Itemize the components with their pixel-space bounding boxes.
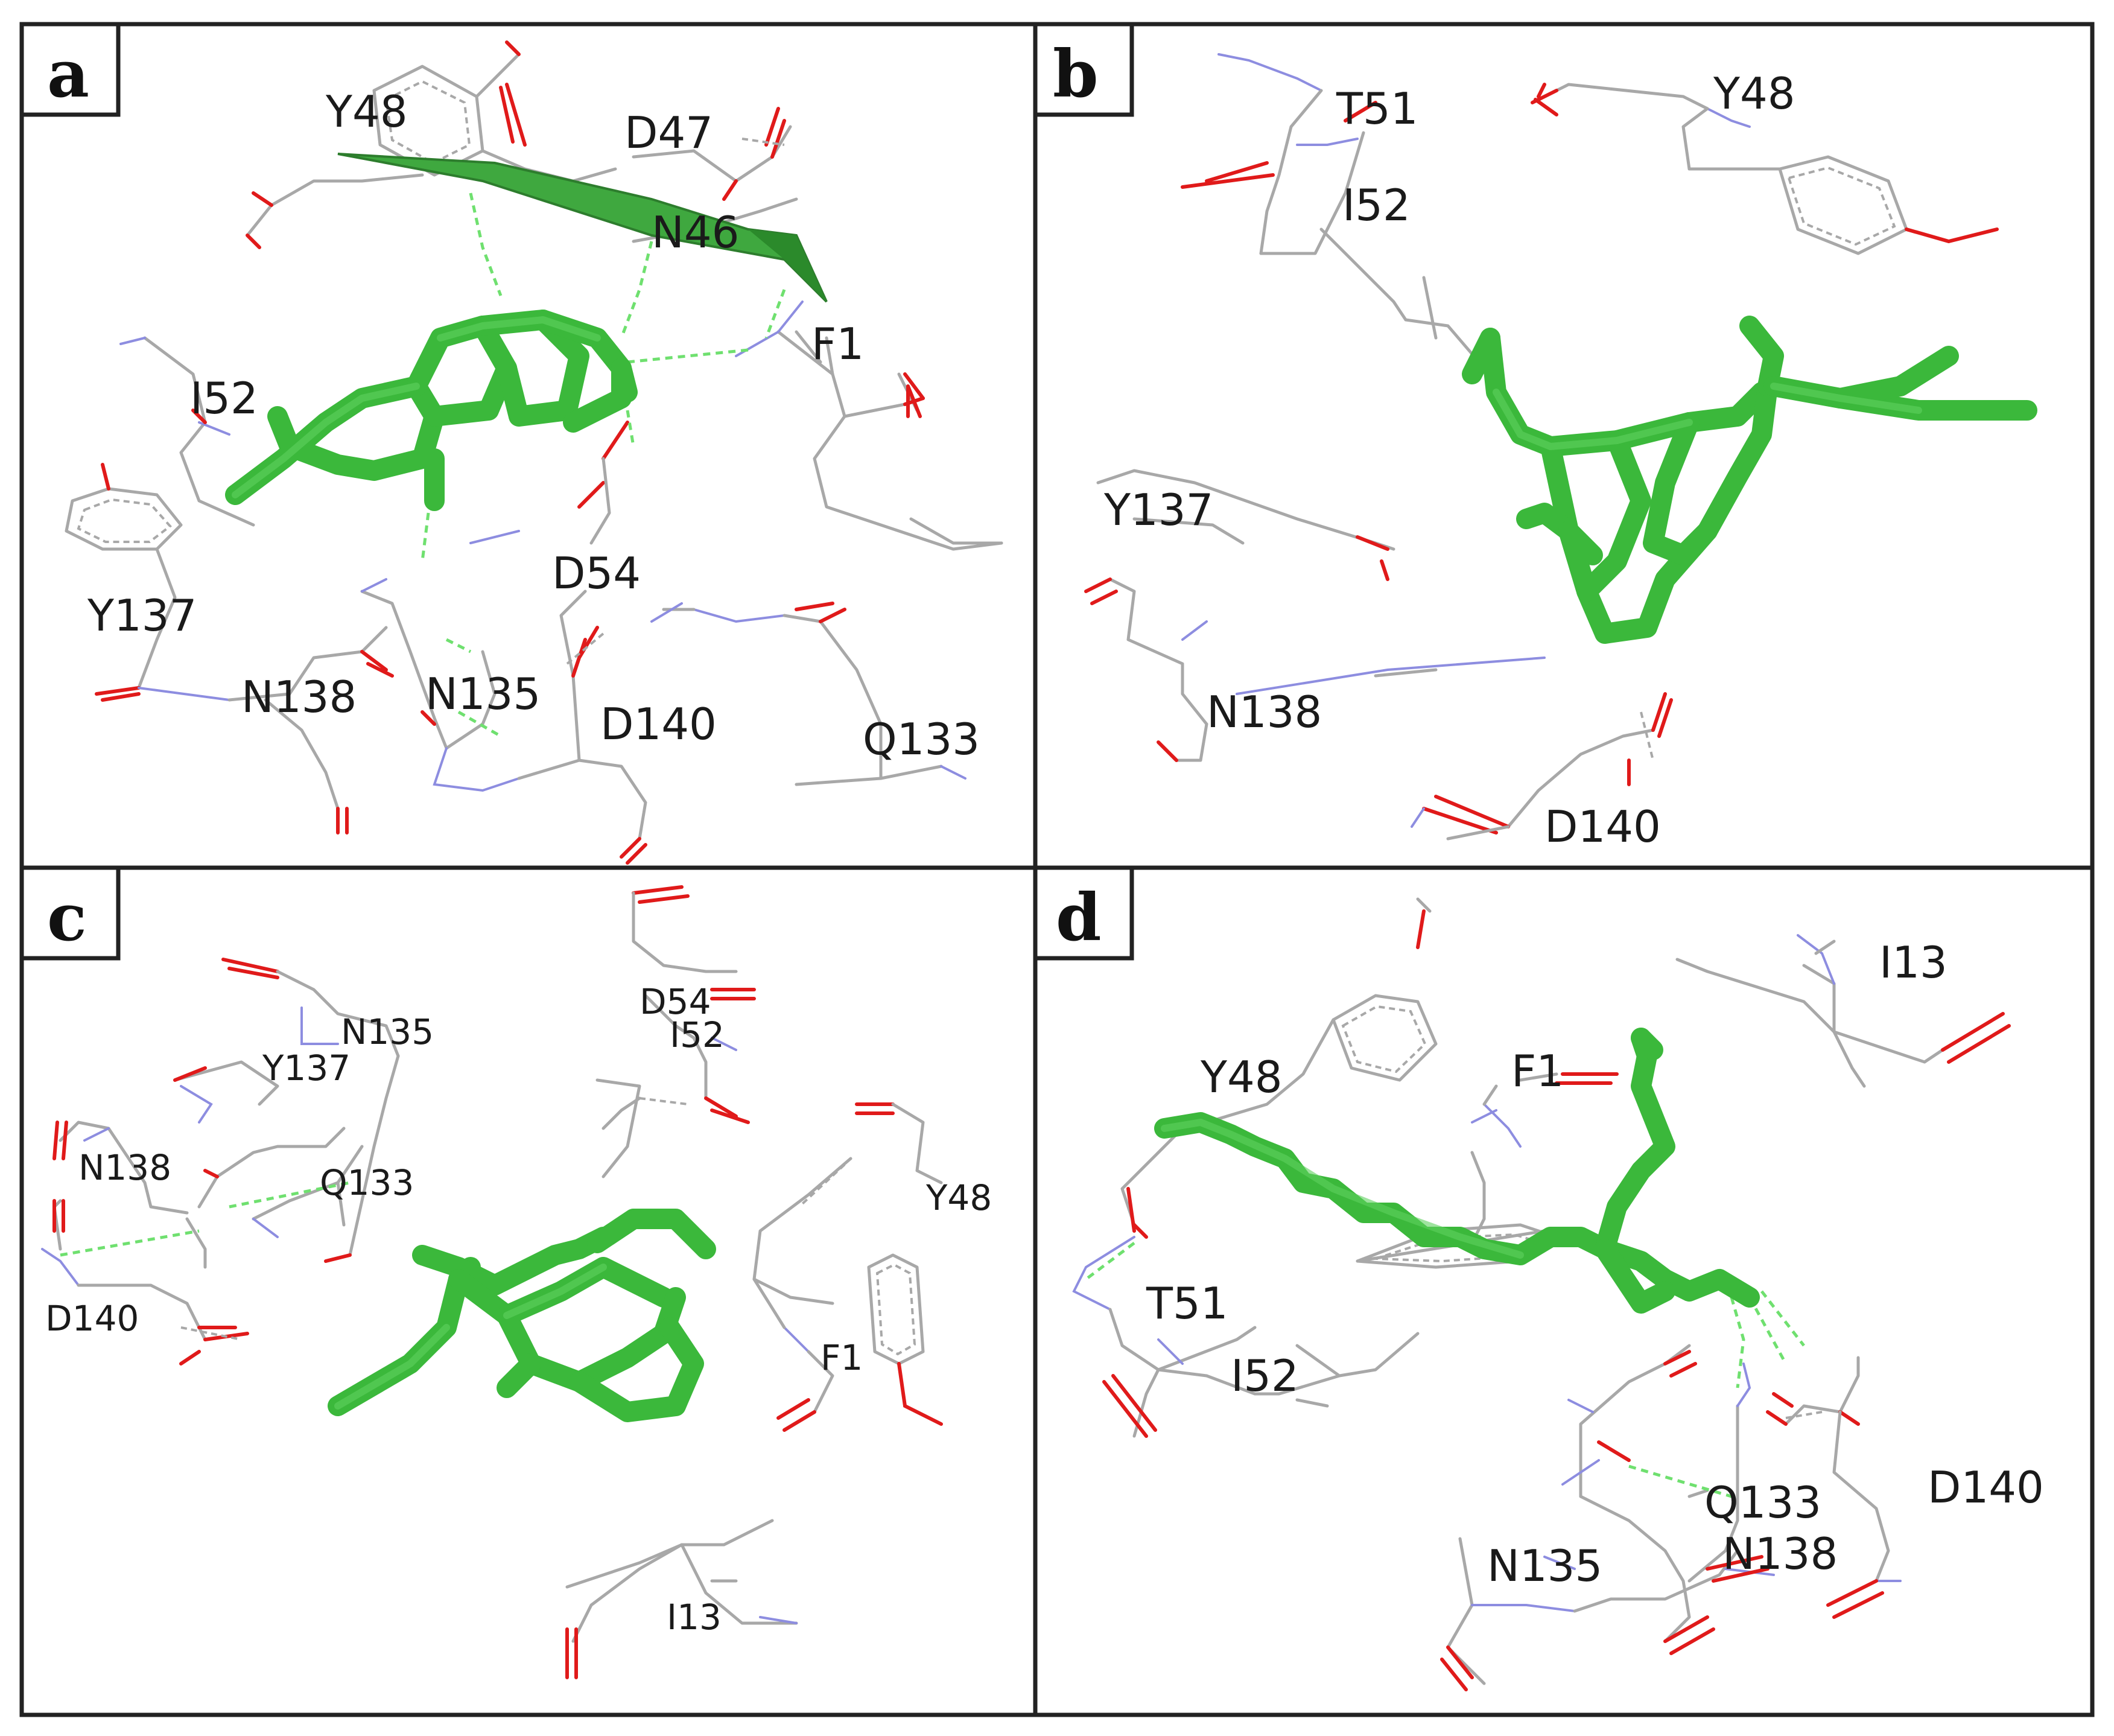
- residue-label: N138: [1207, 687, 1322, 737]
- residue-label: Y137: [262, 1048, 351, 1089]
- residue-label: N135: [425, 669, 541, 719]
- residue-label: Y48: [1200, 1052, 1283, 1102]
- hbonds-d: [1085, 1242, 1805, 1498]
- residue-label: D140: [600, 699, 717, 749]
- residue-label: I52: [1231, 1350, 1299, 1401]
- panel-label: b: [1053, 36, 1099, 112]
- residue-label: D140: [1928, 1462, 2044, 1513]
- residue-label: D54: [552, 548, 641, 599]
- ligand-b: [1462, 316, 2037, 644]
- residue-labels-c: N135 D54 Y137 I52 N138 Q133 Y48 D140 F1 …: [45, 981, 992, 1638]
- residue-label: N138: [78, 1147, 171, 1188]
- panel-d: I13 Y48 F1 T51 I52 D140 Q133 N138 N135 d: [1033, 865, 2095, 1717]
- residue-label: I13: [1879, 937, 1947, 988]
- panel-label: a: [47, 36, 89, 112]
- residue-label: Q133: [863, 714, 980, 765]
- residue-label: N135: [341, 1011, 434, 1052]
- ligand-d: [1154, 1028, 1760, 1314]
- hbonds-c: [60, 1181, 351, 1257]
- residue-labels-d: I13 Y48 F1 T51 I52 D140 Q133 N138 N135: [1146, 937, 2044, 1591]
- residue-label: N138: [241, 672, 357, 722]
- residue-label: F1: [821, 1337, 863, 1378]
- residue-label: Y137: [1103, 485, 1213, 535]
- residue-label: D54: [640, 981, 711, 1022]
- panel-c: N135 D54 Y137 I52 N138 Q133 Y48 D140 F1 …: [19, 865, 1038, 1717]
- residue-label: F1: [811, 319, 864, 369]
- protein-sticks-a: [65, 40, 1003, 865]
- residue-label: Y137: [87, 590, 197, 641]
- residue-label: F1: [1511, 1046, 1564, 1096]
- residue-label: I13: [667, 1597, 722, 1638]
- residue-label: Y48: [1713, 68, 1795, 119]
- panel-b: T51 Y48 I52 Y137 N138 D140 b: [1033, 22, 2095, 870]
- panel-label: d: [1056, 880, 1102, 956]
- residue-label: N138: [1722, 1528, 1838, 1579]
- hbonds-a: [421, 192, 786, 738]
- residue-label: T51: [1146, 1278, 1228, 1329]
- residue-label: T51: [1336, 83, 1418, 134]
- residue-label: Y48: [325, 86, 408, 137]
- residue-label: Y48: [925, 1177, 992, 1218]
- residue-label: Q133: [1704, 1477, 1821, 1528]
- residue-label: Q133: [320, 1162, 414, 1203]
- protein-sticks-d: [1072, 897, 2011, 1691]
- panel-a: Y48 D47 N46 F1 I52 Y137 D54 N138 N135 D1…: [19, 22, 1038, 870]
- ligand-a: [225, 310, 638, 511]
- residue-label: I52: [670, 1014, 725, 1055]
- residue-label: N135: [1487, 1540, 1602, 1591]
- residue-labels-b: T51 Y48 I52 Y137 N138 D140: [1103, 68, 1795, 852]
- residue-label: D47: [624, 107, 713, 158]
- residue-label: I52: [190, 373, 258, 424]
- residue-labels-a: Y48 D47 N46 F1 I52 Y137 D54 N138 N135 D1…: [87, 86, 980, 765]
- residue-label: I52: [1342, 180, 1411, 231]
- panel-label: c: [47, 880, 87, 956]
- ligand-c: [328, 1209, 716, 1422]
- residue-label: N46: [652, 207, 739, 258]
- residue-label: D140: [45, 1298, 139, 1339]
- protein-sticks-c: [41, 885, 943, 1679]
- residue-label: D140: [1544, 801, 1661, 852]
